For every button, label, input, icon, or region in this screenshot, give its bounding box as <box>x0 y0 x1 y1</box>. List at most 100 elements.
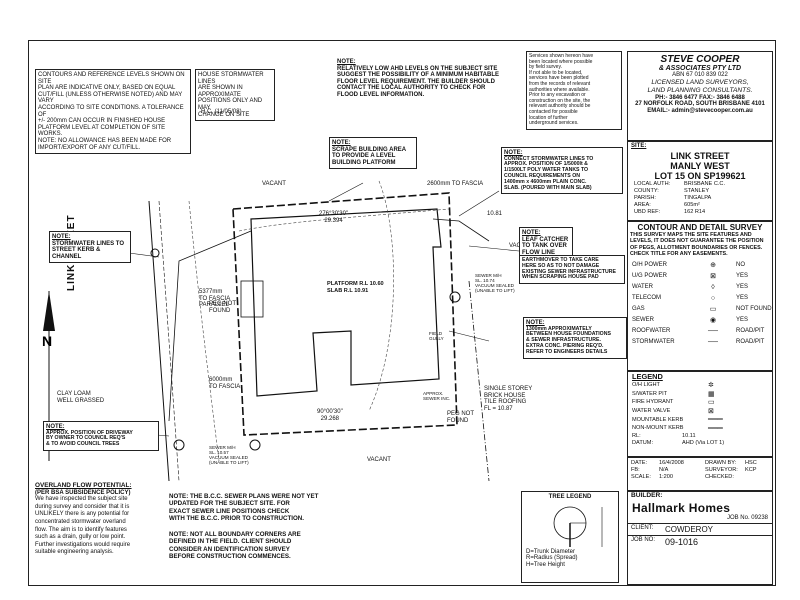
legend-symbol-icon: ═══ <box>708 424 723 432</box>
service-value: ROAD/PIT <box>736 339 765 346</box>
tree-legend-title: TREE LEGEND <box>548 494 592 500</box>
relative-levels-note: NOTE: RELATIVELY LOW AHD LEVELS ON THE S… <box>337 59 525 99</box>
note-body: RELATIVELY LOW AHD LEVELS ON THE SUBJECT… <box>337 65 500 98</box>
kerb-line <box>158 200 180 482</box>
site-suburb: MANLY WEST <box>670 160 730 171</box>
sewer-manhole <box>449 291 461 303</box>
service-label: TELECOM <box>632 295 662 302</box>
street-stormwater-note: NOTE: STORMWATER LINES TO STREET KERB & … <box>49 231 131 264</box>
peg-not-found-label: PEG NOT FOUND <box>209 301 237 314</box>
service-row: U/G POWER⊠YES <box>632 271 772 282</box>
earthmover-note: EARTHMOVER TO TAKE CARE HERE SO AS TO NO… <box>519 255 625 285</box>
service-value: NOT FOUND <box>736 306 772 313</box>
dim-left-label: 5377mm TO FASCIA PARALLEL <box>199 289 231 309</box>
datum-key: DATUM: <box>632 439 654 446</box>
drawn-value: HSC <box>745 460 757 466</box>
surveyor-key: SURVEYOR: <box>705 467 738 473</box>
spot-level-label: 10.81 <box>487 211 503 217</box>
stormwater-line <box>168 230 252 422</box>
datum-row: DATUM: AHD (Via LOT 1) <box>628 440 772 447</box>
legend-list: O/H LIGHT✲S/WATER PIT▦FIRE HYDRANT▭WATER… <box>628 381 772 433</box>
tree-symbol <box>150 248 160 258</box>
dim-mid-label: 6000mm TO FASCIA <box>209 377 241 390</box>
boundary-corners-note: NOTE: NOT ALL BOUNDARY CORNERS ARE DEFIN… <box>169 531 301 561</box>
date-value: 16/4/2008 <box>659 460 684 466</box>
service-value: YES <box>736 284 749 291</box>
service-row: ROOFWATER──ROAD/PIT <box>632 326 772 337</box>
service-value: ROAD/PIT <box>736 328 765 335</box>
company-phone: PH:- 3846 6477 FAX:- 3846 6488 <box>655 94 745 101</box>
note-heading: NOTE: <box>526 320 545 326</box>
vacant-label: VACANT <box>262 181 286 187</box>
sewer-manhole-label: SEWER M/H SL. 10.74 VACUUM SEALED (UNABL… <box>475 273 515 293</box>
house-platform <box>250 208 442 397</box>
tree-legend-text: D=Trunk Diameter R=Radius (Spread) H=Tre… <box>526 548 578 568</box>
service-row: GAS▭NOT FOUND <box>632 304 772 315</box>
driveway-note: NOTE: APPROX. POSITION OF DRIVEWAY BY OW… <box>43 421 159 451</box>
house-stormwater-note: HOUSE STORMWATER LINES ARE SHOWN IN APPR… <box>195 69 275 122</box>
legend-title: LEGEND <box>632 372 663 381</box>
service-row: STORMWATER ── ROAD/PIT <box>632 337 772 348</box>
platform-level-label: PLATFORM R.L 10.60 SLAB R.L 10.91 <box>327 281 384 294</box>
survey-disclaimer: THIS SURVEY MAPS THE SITE FEATURES AND L… <box>630 232 764 258</box>
site-lot: LOT 15 ON SP199621 <box>654 170 746 181</box>
company-email[interactable]: EMAIL:- admin@stevecooper.com.au <box>647 107 753 114</box>
survey-title: CONTOUR AND DETAIL SURVEY <box>637 223 763 232</box>
fb-value: N/A <box>659 467 669 473</box>
rl-row: RL: 10.11 <box>628 433 772 440</box>
overland-heading: OVERLAND FLOW POTENTIAL: <box>35 482 132 489</box>
datum-value: AHD (Via LOT 1) <box>682 439 725 446</box>
legend-row: NON-MOUNT KERB═══ <box>632 424 772 433</box>
dim-top-label: 2600mm TO FASCIA <box>427 181 484 187</box>
service-symbol-icon: ○ <box>710 294 716 302</box>
service-label: WATER <box>632 284 653 291</box>
site-field-row: AREA: 605m² <box>634 202 772 209</box>
service-symbol-icon: ⊠ <box>710 273 716 281</box>
note-heading: NOTE: <box>52 234 71 240</box>
service-value: YES <box>736 317 749 324</box>
service-value: YES <box>736 295 749 302</box>
checked-key: CHECKED: <box>705 474 734 480</box>
service-symbol-icon: ◊ <box>711 283 715 291</box>
company-abn: ABN 67 010 839 022 <box>672 72 728 78</box>
company-address: 27 NORFOLK ROAD, SOUTH BRISBANE 4101 <box>635 101 765 108</box>
service-label: STORMWATER <box>632 339 675 346</box>
services-note: Services shown hereon have been located … <box>526 51 622 130</box>
garage-outline <box>240 280 264 318</box>
sewer-manhole <box>249 439 261 451</box>
legend-row: MOUNTABLE KERB═══ <box>632 415 772 424</box>
company-name: STEVE COOPER <box>660 54 740 65</box>
site-block: SITE: LINK STREET MANLY WEST LOT 15 ON S… <box>627 141 773 221</box>
sewer-line <box>468 280 490 482</box>
service-symbol-icon: ── <box>708 338 718 346</box>
date-key: DATE: <box>631 460 648 466</box>
note-body: CONNECT STORMWATER LINES TO APPROX. POSI… <box>504 155 594 191</box>
sewer-clearance-note: NOTE: 1300mm APPROXIMATELY BETWEEN HOUSE… <box>523 317 627 359</box>
tree-legend: TREE LEGEND D=Trunk Diameter R=Radius (S… <box>521 491 619 583</box>
bearing-bottom-label: 90°00'30" 29.268 <box>317 409 343 422</box>
service-label: SEWER <box>632 317 655 324</box>
company-line2: LAND PLANNING CONSULTANTS. <box>647 86 753 94</box>
site-field-value: BRISBANE C.C. <box>684 180 726 187</box>
legend-row: WATER VALVE⊠ <box>632 407 772 416</box>
service-row: SEWER◉YES <box>632 315 772 326</box>
tree-symbol <box>173 439 185 451</box>
note-body: SCRAPE BUILDING AREA TO PROVIDE A LEVEL … <box>332 146 407 166</box>
builder-label: BUILDER: <box>631 492 663 499</box>
site-field-key: LOCAL AUTH: <box>634 180 671 187</box>
site-field-key: AREA: <box>634 201 651 208</box>
company-block: STEVE COOPER & ASSOCIATES PTY LTD ABN 67… <box>627 51 773 141</box>
meta-block: DATE:16/4/2008 FB:N/A SCALE:1:200 DRAWN … <box>627 457 773 491</box>
lot-boundary <box>232 192 458 436</box>
legend-symbol-icon: ✲ <box>708 382 714 390</box>
field-gully-label: FIELD GULLY <box>429 331 444 341</box>
note-body: 1300mm APPROXIMATELY BETWEEN HOUSE FOUND… <box>526 325 611 355</box>
leader-line <box>448 330 490 342</box>
company-sub: & ASSOCIATES PTY LTD <box>658 65 742 72</box>
site-field-value: 605m² <box>684 201 700 208</box>
tree-diagram <box>553 506 603 547</box>
hc-label: H.C. (11/05/08) <box>201 109 242 115</box>
legend-row: S/WATER PIT▦ <box>632 390 772 399</box>
service-label: O/H POWER <box>632 262 668 269</box>
clay-loam-label: CLAY LOAM WELL GRASSED <box>57 391 105 404</box>
